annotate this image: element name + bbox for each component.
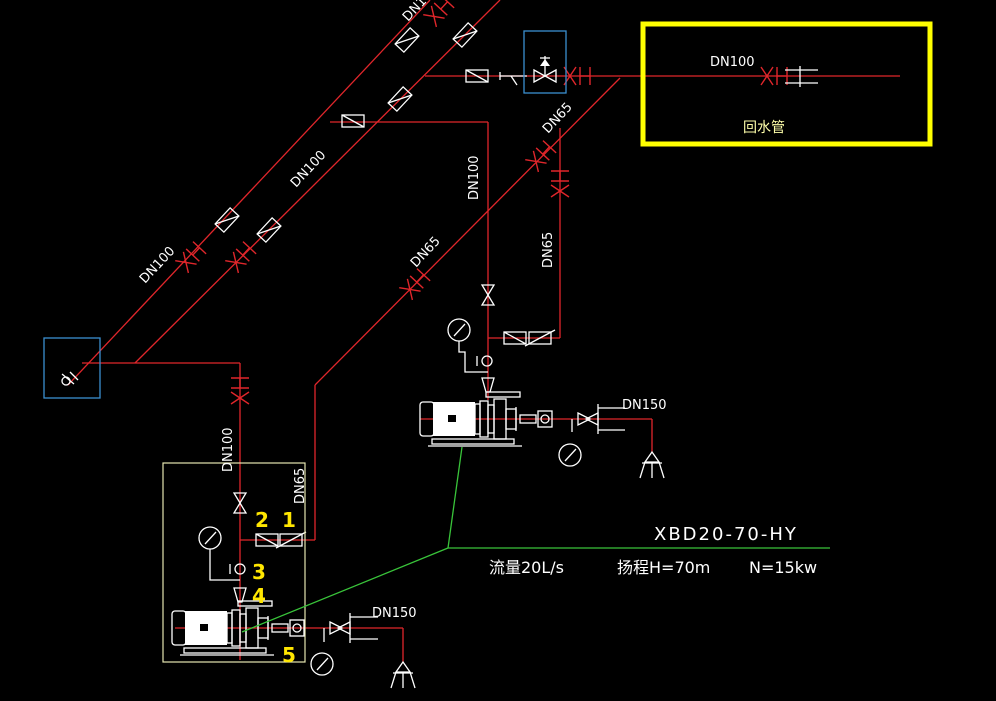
reducer-icon: [233, 587, 247, 603]
pipe-size-label: DN65: [408, 234, 444, 271]
pipe-size-label: DN150: [622, 398, 667, 413]
marker-3: 3: [252, 560, 266, 584]
test-outlet-box: [43, 337, 101, 399]
pump-lower: [171, 526, 416, 689]
return-pipe-size-label: DN100: [710, 55, 755, 70]
pump-equipment-frame: [162, 462, 306, 663]
pipe-size-label: DN65: [541, 232, 556, 268]
check-valve-icon: [524, 329, 556, 347]
marker-1: 1: [282, 508, 296, 532]
xh-fittings: [174, 0, 788, 405]
pump-head-label: 扬程H=70m: [617, 558, 710, 577]
relief-valve-icon: [499, 56, 557, 86]
pressure-gauge-icon: [310, 652, 334, 676]
pump-model-label: XBD20-70-HY: [654, 524, 798, 545]
return-pipe-highlight: [640, 21, 933, 147]
dn65-diagonal: [314, 77, 621, 386]
pipe-size-label: DN100: [288, 148, 329, 191]
flow-switch-icon: [394, 27, 420, 53]
pipe-size-label: DN100: [221, 427, 236, 472]
main-pipe-lower: [134, 0, 501, 364]
marker-5: 5: [282, 643, 296, 667]
pipe-size-label: DN150: [372, 606, 417, 621]
relief-valve-box: [523, 30, 567, 94]
marker-4: 4: [252, 584, 266, 608]
marker-2: 2: [255, 508, 269, 532]
pressure-gauge-icon: [558, 443, 582, 467]
main-pipes: [67, 0, 900, 662]
main-pipe-upper: [67, 0, 431, 386]
foot-valve-icon: [639, 451, 665, 479]
pipe-size-label: DN65: [293, 468, 308, 504]
check-valve-icon: [275, 531, 307, 549]
flow-switches: [214, 22, 556, 549]
pump-power-label: N=15kw: [749, 558, 817, 577]
return-pipe-caption: 回水管: [743, 120, 785, 136]
pipe-size-label: DN100: [467, 155, 482, 200]
pressure-gauge-icon: [198, 526, 222, 550]
pump-spec-leader: [241, 446, 830, 633]
flange-icon: [785, 66, 818, 87]
xh-fitting: [524, 139, 557, 173]
foot-valve-icon: [390, 661, 416, 689]
xh-fitting: [174, 240, 207, 274]
pipe-size-label: DN100: [137, 244, 178, 287]
pump-flow-label: 流量20L/s: [489, 558, 564, 577]
test-outlet-icon: [61, 371, 79, 386]
pressure-gauge-icon: [447, 318, 471, 342]
flow-switch-icon: [341, 114, 365, 128]
pipe-size-label: DN65: [540, 100, 576, 137]
pump-upper: [419, 318, 665, 479]
labels: DN100 回水管 DN100 DN100 DN100 DN100 DN100 …: [137, 0, 817, 667]
flow-switch-icon: [214, 207, 240, 233]
